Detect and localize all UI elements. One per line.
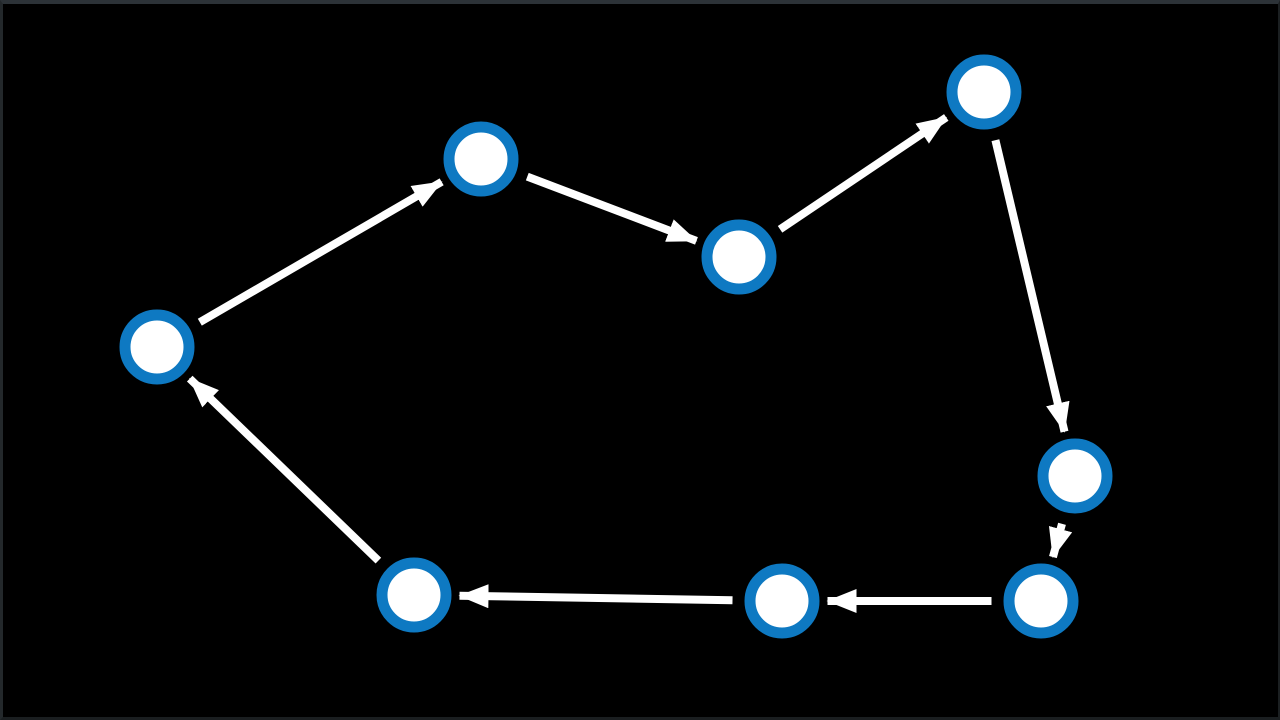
graph-node-n2 — [443, 121, 519, 197]
graph-node-n7 — [744, 563, 820, 639]
graph-node-n8 — [376, 557, 452, 633]
edge-arrow-n2-n3 — [525, 172, 698, 245]
edge-arrow-n4-n2 — [197, 178, 444, 326]
graph-node-n6 — [1003, 563, 1079, 639]
graph-node-n4 — [119, 309, 195, 385]
edge-arrow-n7-n8 — [458, 584, 733, 609]
edge-arrow-n5-n6 — [1048, 522, 1073, 559]
edge-arrow-n8-n4 — [186, 375, 382, 564]
graph-node-n5 — [1037, 438, 1113, 514]
edge-arrow-n1-n5 — [991, 139, 1070, 433]
graph-node-n1 — [946, 54, 1022, 130]
edge-arrow-n3-n1 — [777, 114, 949, 233]
graph-node-n3 — [701, 219, 777, 295]
